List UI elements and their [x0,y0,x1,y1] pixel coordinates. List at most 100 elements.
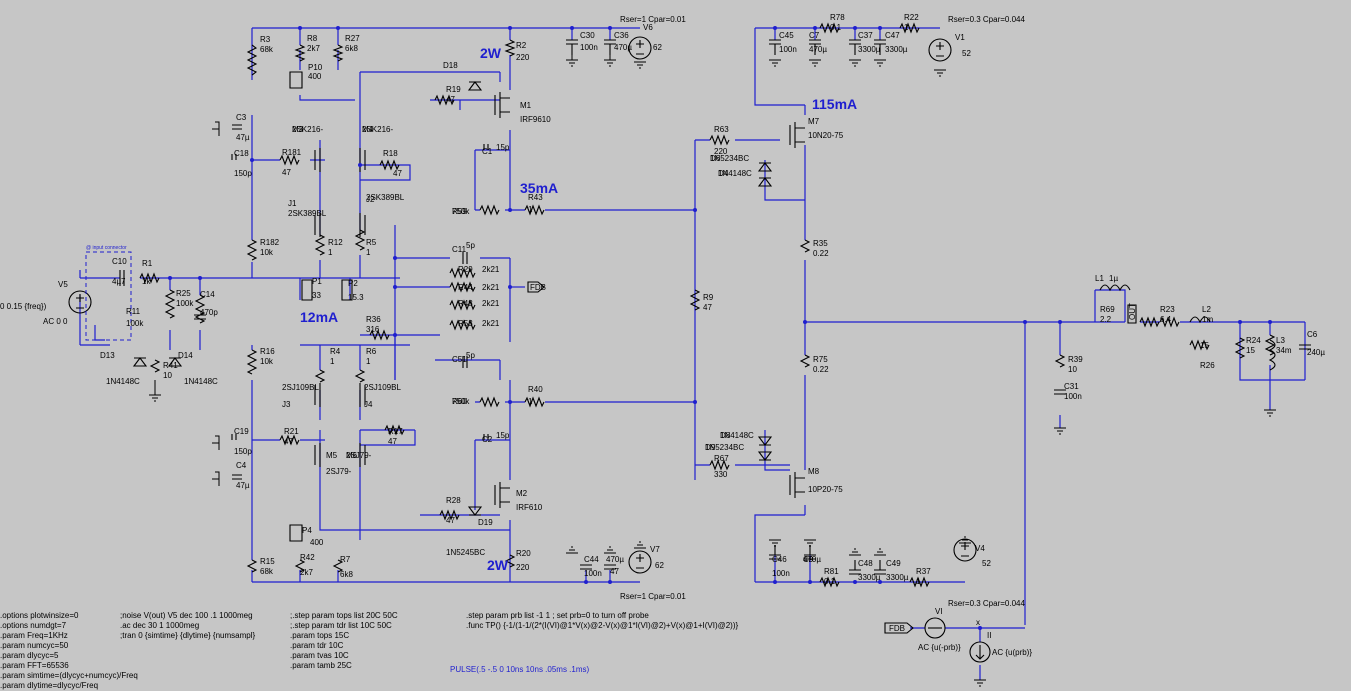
v7-value: 62 [655,561,664,570]
pulse-directive: PULSE(.5 -.5 0 10ns 10ns .05ms .1ms) [450,665,590,674]
component-label-c18: C18 [234,149,249,158]
spice-directives: .options plotwinsize=0.options numdgt=7.… [0,611,739,690]
v4-name: V4 [975,544,985,553]
component-label-r59: R59 [452,207,467,216]
net-labels: FDB FDB OUT @ input connector x [86,245,1137,633]
component-label-r5: R5 [366,238,377,247]
probe-x: x [976,618,980,627]
v5-value1: 0 0.15 {freq}) [0,302,47,311]
component-value-r78: 0.1 [830,23,842,32]
component-label-j1: J1 [288,199,297,208]
directives-col3: ;.step param tops list 20C 50C;.step par… [290,611,398,670]
component-value-l3: 34m [1276,346,1292,355]
component-value-d9: 1N5234BC [705,443,744,452]
component-value-r5: 1 [366,248,371,257]
label-35ma: 35mA [520,180,558,196]
component-label-d4: D4 [718,169,729,178]
component-value-r36: 316 [366,325,380,334]
directive-line: ;noise V(out) V5 dec 100 .1 1000meg [120,611,253,620]
directive-line: .param tamb 25C [290,661,352,670]
component-label-d13: D13 [100,351,115,360]
component-value-r12: 1 [328,248,333,257]
component-value-c6: 240µ [1307,348,1325,357]
component-label-m4: M4 [362,125,374,134]
component-value-r8: 2k7 [307,44,320,53]
component-label-j3: J3 [282,400,291,409]
component-value-r26: 15 [1200,341,1209,350]
component-label-m2: M2 [516,489,528,498]
component-label-r29: R29 [458,265,473,274]
component-label-r9: R9 [703,293,714,302]
component-value-m8: 10P20-75 [808,485,843,494]
component-value-r6: 1 [366,357,371,366]
source-labels: Rser=1 Cpar=0.01 V6 62 Rser=1 Cpar=0.01 … [0,15,1032,657]
component-label-d14: D14 [178,351,193,360]
label-2w-bottom: 2W [487,557,509,573]
directive-line: .param simtime=(dlycyc+numcyc)/Freq [0,671,138,680]
v4-param: Rser=0.3 Cpar=0.044 [948,599,1025,608]
net-fdb-right: FDB [530,283,546,292]
component-value-r29: 2k21 [482,265,500,274]
component-value-r18: 47 [393,169,402,178]
component-label-r6: R6 [366,347,377,356]
component-label-r25: R25 [176,289,191,298]
component-label-r36: R36 [366,315,381,324]
component-value-c14: 470p [200,308,218,317]
component-label-c3: C3 [236,113,247,122]
ii-value: AC {u(prb)} [992,648,1032,657]
component-value-c48: 3300µ [858,573,881,582]
component-label-r42: R42 [300,553,315,562]
component-value-r75: 0.22 [813,365,829,374]
component-value-r7: 6k8 [340,570,353,579]
component-label-j2: J2 [366,195,375,204]
component-value-c2: 15p [496,431,510,440]
component-label-c31: C31 [1064,382,1079,391]
component-labels: R368kR82k7R276k8P10400R2220C30100nC36470… [100,13,1325,586]
v6-param: Rser=1 Cpar=0.01 [620,15,686,24]
component-label-r26: R26 [1200,361,1215,370]
component-value-j3: 2SJ109BL [282,383,319,392]
component-label-p1: P1 [312,277,322,286]
component-value-r24: 15 [1246,346,1255,355]
component-value-r181: 47 [282,168,291,177]
component-label-r78: R78 [830,13,845,22]
component-label-r41: R41 [163,361,178,370]
component-value-d4: 1N4148C [718,169,752,178]
component-label-r67: R67 [714,454,729,463]
component-value-p4: 400 [310,538,324,547]
component-value-c11: 5p [466,241,475,250]
component-value-r69: 2.2 [1100,315,1112,324]
directive-line: .param tops 15C [290,631,349,640]
component-value-r2: 220 [516,53,530,62]
component-value-m6: 2SJ79- [346,451,372,460]
component-label-d9: D9 [705,443,716,452]
component-value-c51: 5p [466,351,475,360]
directive-line: ;.step param tdr list 10C 50C [290,621,392,630]
component-label-r1: R1 [142,259,153,268]
vi-value: AC {u(-prb)} [918,643,961,652]
component-label-c4: C4 [236,461,247,470]
component-value-r27: 6k8 [345,44,358,53]
component-value-c36: 470µ [614,43,632,52]
directive-line: .options numdgt=7 [0,621,67,630]
component-value-c45: 100n [779,45,797,54]
component-value-c49: 3300µ [886,573,909,582]
component-label-c47b: 47 [610,567,619,576]
component-label-r53: R53 [458,319,473,328]
component-value-r40: 1 [528,397,533,406]
component-label-c49: C49 [886,559,901,568]
component-value-r15: 68k [260,567,274,576]
component-label-c45: C45 [779,31,794,40]
component-value-m7: 10N20-75 [808,131,844,140]
component-value-r44: 2k21 [482,283,500,292]
component-label-r21: R21 [284,427,299,436]
directive-line: .param dlytime=dlycyc/Freq [0,681,98,690]
component-value-r1: 1k [142,277,151,286]
component-label-r22: R22 [904,13,919,22]
component-value-p1: 33 [312,291,321,300]
component-value-r63: 220 [714,147,728,156]
component-label-c19: C19 [234,427,249,436]
component-value-r25: 100k [176,299,194,308]
component-label-r8: R8 [307,34,318,43]
component-value-c37: 3300µ [858,45,881,54]
